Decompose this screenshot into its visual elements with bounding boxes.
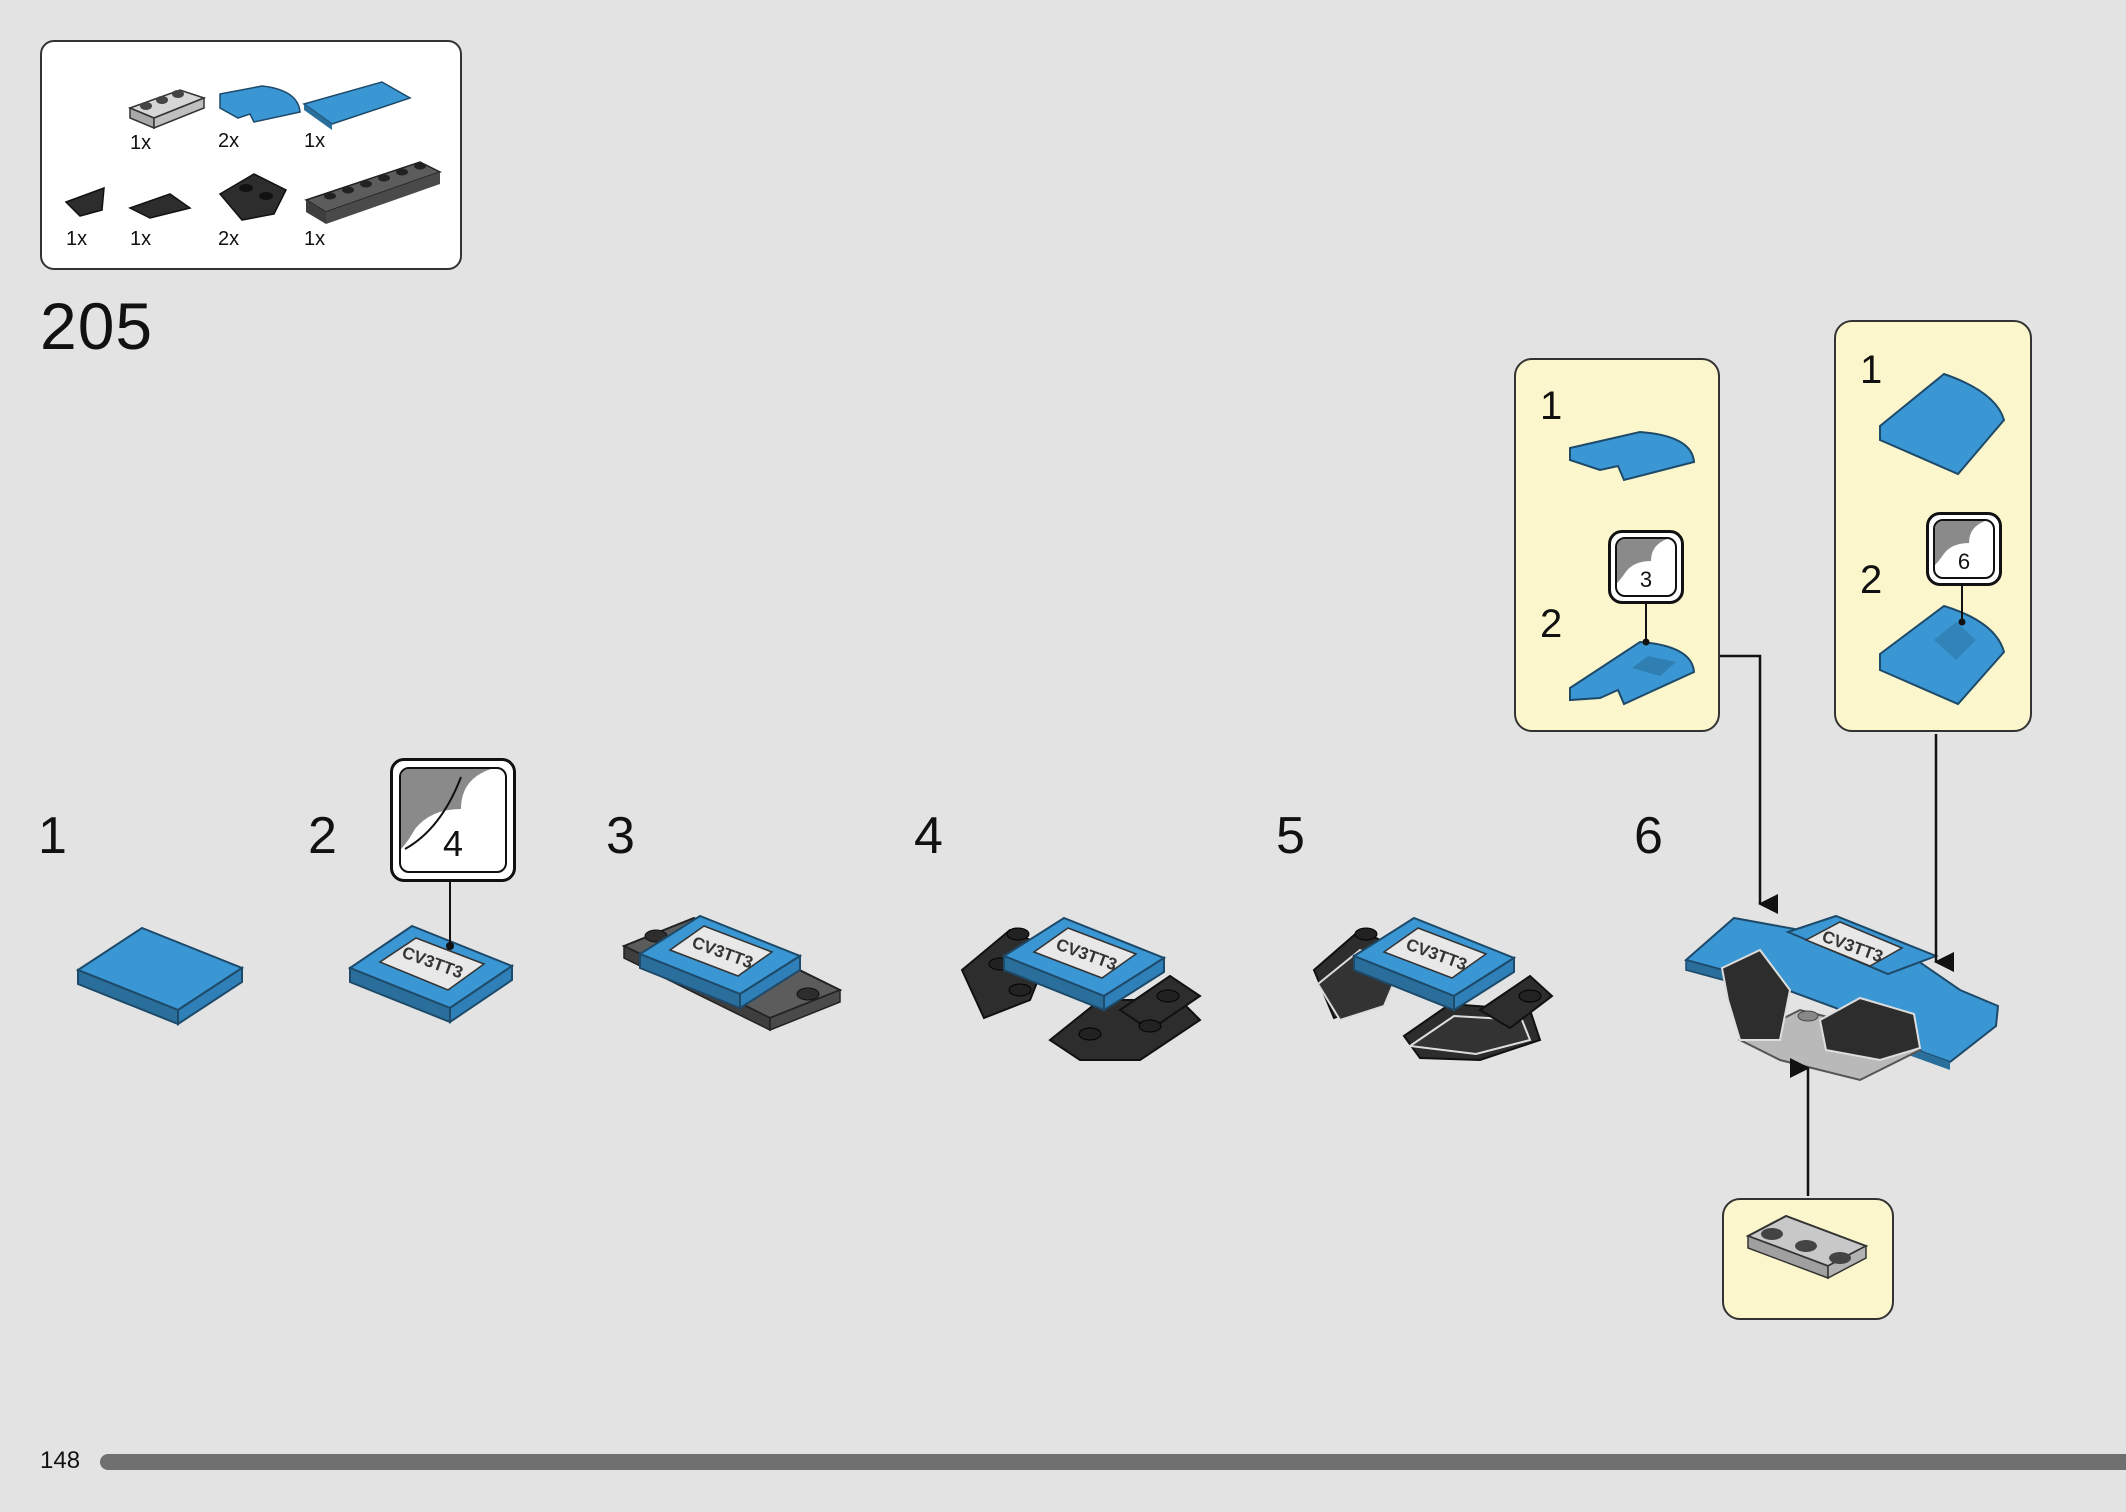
- part-qty: 1x: [304, 228, 326, 250]
- sticker-number: 3: [1639, 567, 1653, 592]
- callout-left-step1-slope: [1569, 430, 1696, 482]
- callout-right-step2-slope: [1879, 604, 2006, 706]
- part-qty: 2x: [218, 130, 240, 152]
- callout-left-step2-slope: [1569, 640, 1696, 706]
- sub-step-number: 6: [1634, 807, 1663, 865]
- sticker-peel-icon: [1617, 539, 1667, 583]
- blue-tile-icon: [302, 81, 412, 130]
- part-qty: 2x: [218, 228, 240, 250]
- black-wedge-right-icon: [128, 193, 192, 219]
- callout-step-number: 2: [1540, 602, 1563, 646]
- step-number: 205: [40, 289, 154, 363]
- step3-assembly: CV3TT3: [621, 914, 843, 1032]
- callout-step-number: 1: [1540, 384, 1563, 428]
- callout-step-number: 2: [1860, 558, 1883, 602]
- sticker-number: 6: [1957, 549, 1971, 574]
- sticker-reference-left: 3: [1608, 530, 1684, 604]
- step2-tile-with-sticker: CV3TT3: [347, 924, 515, 1024]
- parts-illustrations: [64, 81, 442, 224]
- sub-step-number: 4: [914, 807, 943, 865]
- step1-blue-tile: [75, 926, 245, 1026]
- sticker-number: 4: [442, 823, 464, 864]
- sticker-reference-right: 6: [1926, 512, 2002, 586]
- dark-gray-plate-icon: [304, 161, 442, 224]
- part-qty: 1x: [66, 228, 88, 250]
- part-qty: 1x: [130, 132, 152, 154]
- step4-assembly: CV3TT3: [960, 916, 1202, 1061]
- arrow-left-callout: [1720, 654, 1778, 914]
- black-wedge-plate-icon: [218, 173, 288, 221]
- callout-right-step1-slope: [1879, 372, 2006, 476]
- sub-step-number: 2: [308, 807, 337, 865]
- page-progress-bar: [100, 1454, 2126, 1470]
- parts-list-box: 1x 2x 1x 1x 1x 2x 1x: [40, 40, 462, 270]
- step6-assembly: CV3TT3: [1683, 914, 2000, 1082]
- sticker-peel-icon: [401, 769, 491, 850]
- sub-step-number: 1: [38, 807, 67, 865]
- sticker-peel-icon: [1935, 521, 1985, 565]
- callout-step-number: 1: [1860, 348, 1883, 392]
- black-wedge-left-icon: [64, 186, 105, 217]
- step5-assembly: CV3TT3: [1312, 916, 1554, 1062]
- sub-step-number: 3: [606, 807, 635, 865]
- part-qty: 1x: [304, 130, 326, 152]
- sticker-reference-main: 4: [390, 758, 516, 882]
- blue-curved-slope-icon: [219, 85, 301, 123]
- callout-bottom-gray-plate: [1745, 1214, 1869, 1280]
- part-qty: 1x: [130, 228, 152, 250]
- page-number: 148: [40, 1447, 81, 1474]
- sub-step-number: 5: [1276, 807, 1305, 865]
- light-gray-plate-icon: [127, 89, 207, 130]
